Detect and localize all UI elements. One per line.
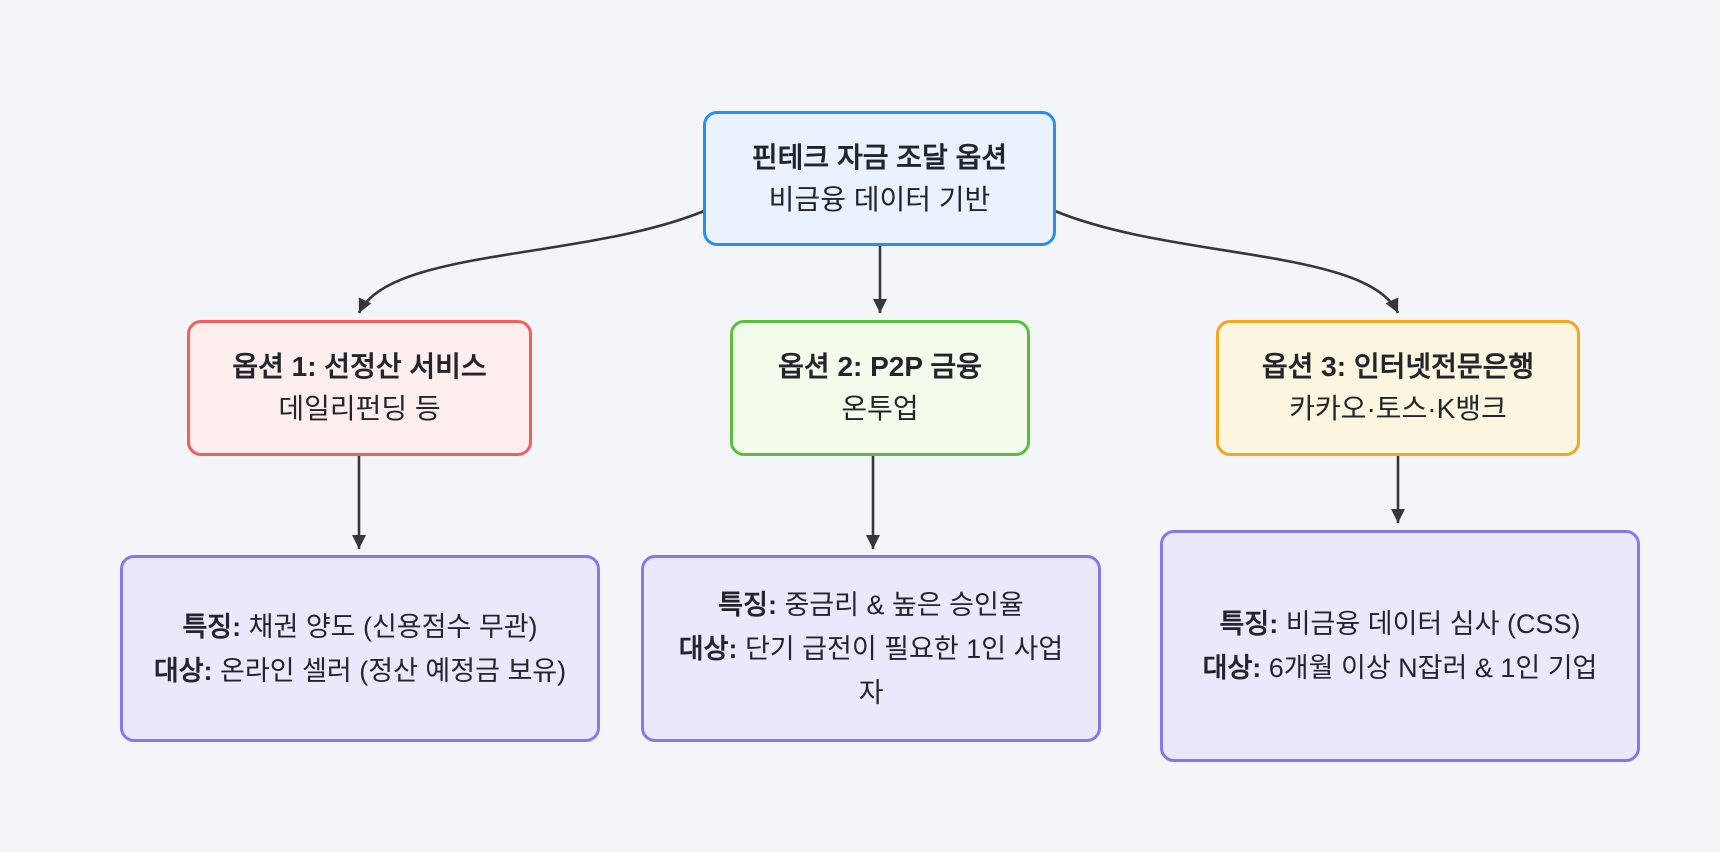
detail2-feature-line: 특징: 중금리 & 높은 승인율 <box>718 583 1023 627</box>
root-node-title: 핀테크 자금 조달 옵션 <box>751 141 1008 173</box>
option2-node-title: 옵션 2: P2P 금융 <box>778 351 982 382</box>
detail1-node: 특징: 채권 양도 (신용점수 무관) 대상: 온라인 셀러 (정산 예정금 보… <box>120 555 600 742</box>
option1-node: 옵션 1: 선정산 서비스 데일리펀딩 등 <box>187 320 532 456</box>
detail3-node: 특징: 비금융 데이터 심사 (CSS) 대상: 6개월 이상 N잡러 & 1인… <box>1160 530 1640 762</box>
option2-node-subtitle: 온투업 <box>841 393 919 424</box>
detail3-feature-text: 비금융 데이터 심사 (CSS) <box>1278 609 1581 639</box>
detail1-target-line: 대상: 온라인 셀러 (정산 예정금 보유) <box>154 649 566 693</box>
detail1-target-label: 대상: <box>153 655 213 686</box>
detail2-target-line: 대상: 단기 급전이 필요한 1인 사업자 <box>668 627 1074 715</box>
detail2-target-label: 대상: <box>678 633 738 664</box>
root-node-subtitle: 비금융 데이터 기반 <box>768 183 991 215</box>
detail1-feature-text: 채권 양도 (신용점수 무관) <box>241 611 538 642</box>
option3-node: 옵션 3: 인터넷전문은행 카카오·토스·K뱅크 <box>1216 320 1580 456</box>
detail2-target-text: 단기 급전이 필요한 1인 사업자 <box>737 633 1064 708</box>
detail3-feature-label: 특징: <box>1219 609 1279 639</box>
detail3-feature-line: 특징: 비금융 데이터 심사 (CSS) <box>1220 602 1581 646</box>
detail2-node: 특징: 중금리 & 높은 승인율 대상: 단기 급전이 필요한 1인 사업자 <box>641 555 1101 742</box>
detail1-target-text: 온라인 셀러 (정산 예정금 보유) <box>212 655 567 686</box>
edge-root-to-option1 <box>357 209 705 314</box>
detail3-target-text: 6개월 이상 N잡러 & 1인 기업 <box>1261 653 1598 683</box>
option1-node-title: 옵션 1: 선정산 서비스 <box>232 351 487 382</box>
detail2-feature-text: 중금리 & 높은 승인율 <box>776 589 1024 620</box>
option3-node-subtitle: 카카오·토스·K뱅크 <box>1289 393 1507 424</box>
root-node: 핀테크 자금 조달 옵션 비금융 데이터 기반 <box>703 111 1056 246</box>
option3-node-title: 옵션 3: 인터넷전문은행 <box>1261 351 1535 382</box>
detail3-target-line: 대상: 6개월 이상 N잡러 & 1인 기업 <box>1203 646 1598 690</box>
edge-root-to-option3 <box>1054 209 1400 314</box>
option1-node-subtitle: 데일리펀딩 등 <box>278 393 441 424</box>
detail2-feature-label: 특징: <box>718 589 777 620</box>
detail1-feature-line: 특징: 채권 양도 (신용점수 무관) <box>182 605 537 649</box>
detail1-feature-label: 특징: <box>182 611 242 642</box>
detail3-target-label: 대상: <box>1202 653 1262 683</box>
option2-node: 옵션 2: P2P 금융 온투업 <box>730 320 1030 456</box>
